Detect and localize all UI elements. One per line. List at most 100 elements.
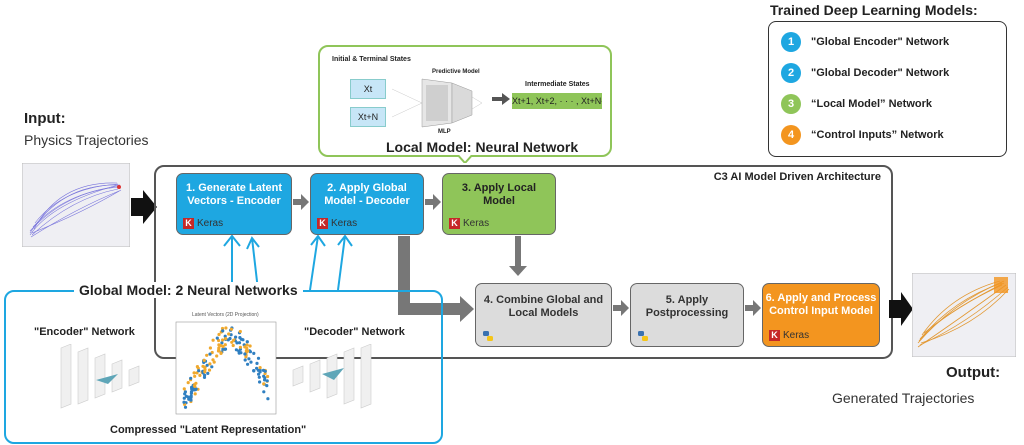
latent-point: [262, 382, 266, 386]
intermediate-sequence: Xt+1, Xt+2, · · · , Xt+N-1: [512, 96, 602, 106]
latent-point: [231, 343, 235, 348]
step-label: 4. Combine Global and Local Models: [483, 294, 604, 319]
latent-point: [193, 384, 197, 388]
model-number-badge: 4: [781, 125, 801, 145]
latent-point: [207, 368, 212, 372]
latent-point: [266, 397, 270, 401]
latent-caption: Compressed "Latent Representation": [110, 424, 307, 436]
intermediate-states-box: Xt+1, Xt+2, · · · , Xt+N-1: [512, 93, 602, 109]
latent-point: [224, 337, 228, 341]
latent-point: [217, 338, 221, 343]
latent-point: [187, 397, 191, 401]
latent-point: [208, 362, 212, 366]
latent-point: [249, 360, 253, 364]
latent-point: [246, 362, 250, 366]
latent-point: [243, 358, 247, 362]
local-model-title: Local Model: Neural Network: [382, 139, 583, 155]
python-icon: [483, 331, 493, 341]
latent-point: [257, 372, 261, 376]
output-trajectory-image: [912, 273, 1016, 357]
latent-point: [257, 375, 261, 379]
latent-point: [186, 381, 190, 385]
latent-point: [210, 350, 214, 355]
latent-point: [190, 386, 194, 390]
latent-scatter-plot: [175, 321, 277, 415]
step-label: 6. Apply and Process Control Input Model: [765, 292, 877, 317]
input-trajectory-image: [22, 163, 130, 247]
model-number-badge: 2: [781, 63, 801, 83]
latent-point: [229, 327, 233, 331]
python-icon: [638, 331, 648, 341]
latent-point: [182, 400, 186, 404]
latent-point: [252, 369, 256, 373]
latent-point: [243, 352, 247, 356]
input-subtitle: Physics Trajectories: [24, 132, 149, 148]
latent-point: [221, 347, 225, 351]
decoder-label: "Decoder" Network: [304, 326, 405, 338]
encoder-label: "Encoder" Network: [34, 326, 135, 338]
step-label: 2. Apply Global Model - Decoder: [324, 182, 410, 207]
latent-point: [211, 338, 215, 342]
latent-point: [206, 371, 210, 375]
latent-point: [239, 351, 243, 355]
model-number-badge: 3: [781, 94, 801, 114]
step-label: 5. Apply Postprocessing: [645, 294, 729, 319]
latent-point: [263, 369, 267, 373]
latent-point: [198, 373, 202, 377]
latent-point: [217, 343, 221, 347]
latent-point: [255, 361, 259, 365]
latent-point: [238, 345, 242, 349]
latent-point: [220, 341, 224, 345]
latent-point: [227, 332, 231, 336]
latent-point: [246, 349, 250, 353]
latent-point: [221, 338, 225, 342]
latent-point: [266, 374, 270, 379]
latent-point: [234, 348, 238, 352]
latent-point: [182, 387, 186, 391]
latent-point: [205, 363, 209, 367]
architecture-title: C3 AI Model Driven Architecture: [713, 171, 881, 183]
latent-point: [197, 369, 201, 373]
model-item: 4 “Control Inputs” Network: [781, 125, 944, 145]
latent-point: [255, 366, 259, 370]
latent-point: [262, 390, 266, 394]
state-xtn-label: Xt+N: [357, 112, 379, 122]
latent-point: [215, 336, 219, 340]
latent-point: [183, 390, 187, 394]
latent-point: [232, 338, 236, 342]
latent-point: [226, 338, 230, 342]
model-label: “Control Inputs” Network: [811, 129, 944, 141]
keras-icon: K: [183, 218, 194, 229]
models-panel-title: Trained Deep Learning Models:: [770, 2, 978, 18]
latent-point: [208, 352, 212, 356]
latent-point: [192, 388, 196, 392]
latent-point: [223, 343, 227, 347]
model-item: 2 "Global Decoder" Network: [781, 63, 949, 83]
latent-point: [229, 333, 233, 337]
architecture-panel: C3 AI Model Driven Architecture: [154, 165, 893, 359]
model-label: "Global Decoder" Network: [811, 67, 950, 79]
model-item: 1 "Global Encoder" Network: [781, 32, 949, 52]
state-xt-box: Xt: [350, 79, 386, 99]
latent-plot-title: Latent Vectors (2D Projection): [192, 312, 259, 318]
latent-point: [256, 356, 261, 360]
keras-icon: K: [317, 218, 328, 229]
latent-point: [262, 374, 266, 378]
latent-point: [195, 371, 199, 375]
input-arrow: [131, 190, 157, 224]
latent-point: [219, 351, 223, 355]
step-control-input-model: 6. Apply and Process Control Input Model…: [762, 283, 880, 347]
latent-point: [248, 344, 252, 348]
model-number-badge: 1: [781, 32, 801, 52]
state-xt-label: Xt: [363, 84, 373, 94]
latent-point: [193, 392, 197, 396]
step-apply-postprocessing: 5. Apply Postprocessing: [630, 283, 744, 347]
latent-point: [194, 381, 198, 385]
latent-point: [258, 366, 262, 370]
local-model-panel: Initial & Terminal States Xt Xt+N Predic…: [318, 45, 612, 163]
latent-point: [184, 394, 188, 398]
latent-point: [265, 384, 269, 388]
